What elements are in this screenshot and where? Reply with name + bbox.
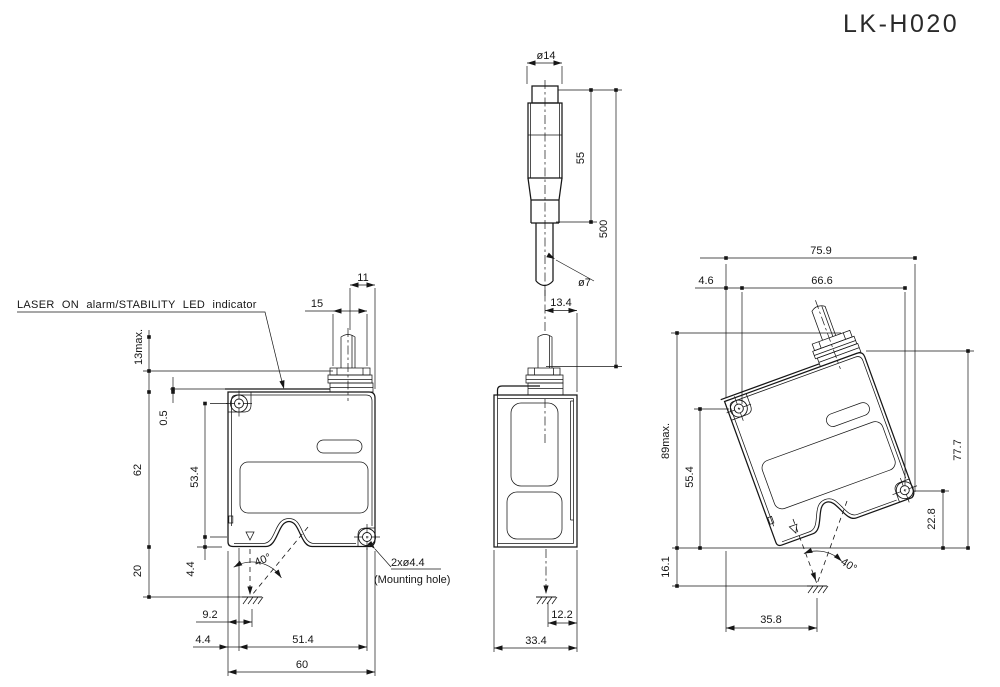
dim-hole-offset: 4.6: [698, 275, 713, 287]
cable-connector-view: ø14 ø7 55 500: [527, 50, 622, 369]
dim-cable-center: 11: [357, 272, 368, 284]
dim-connector-dia: ø14: [537, 50, 556, 62]
dim-hole-span-v: 53.4: [189, 466, 201, 487]
dim-total-width: 75.9: [810, 245, 831, 257]
dim-body-width: 60: [296, 659, 308, 671]
tilted-view: 75.9 4.6 66.6 89max. 55.4 16.1 77.7 22.8…: [660, 245, 974, 632]
dim-total-height: 89max.: [660, 423, 672, 459]
dim-body-depth: 33.4: [525, 635, 546, 647]
model-title: LK-H020: [843, 10, 959, 38]
dim-right-height: 77.7: [952, 439, 964, 460]
dim-hole-span: 66.6: [811, 275, 832, 287]
dim-connector-len: 55: [575, 152, 587, 164]
dim-ref-distance: 20: [132, 565, 144, 577]
dim-body-height: 62: [132, 464, 144, 476]
dim-ref-offset: 35.8: [760, 614, 781, 626]
dim-cable-offset: 13.4: [550, 297, 571, 309]
mounting-hole-note: (Mounting hole): [374, 574, 450, 586]
dim-beam-angle: 40°: [838, 556, 858, 575]
dim-plate-offset: 0.5: [158, 410, 170, 425]
dim-hole-left-offset: 4.4: [195, 634, 210, 646]
dim-cable-len: 500: [598, 220, 610, 238]
dim-hole-bottom-offset: 4.4: [185, 561, 197, 576]
dim-ref-offset: 12.2: [551, 609, 572, 621]
side-view: 13.4 12.2 33.4: [494, 287, 577, 652]
dim-gland-height: 13max.: [133, 329, 145, 365]
front-view: LASER ON alarm/STABILITY LED indicator 0…: [17, 272, 450, 676]
dim-hole-span-h: 51.4: [292, 634, 313, 646]
led-indicator-label: LASER ON alarm/STABILITY LED indicator: [17, 299, 257, 311]
dim-beam-angle: 40°: [253, 552, 273, 569]
dim-ref-drop: 16.1: [660, 556, 672, 577]
mounting-hole-qty: 2xø4.4: [391, 557, 425, 569]
dim-ref-offset: 9.2: [202, 609, 217, 621]
dim-gland-width: 15: [311, 298, 323, 310]
dim-hole-bottom: 22.8: [926, 508, 938, 529]
dim-hole-height: 55.4: [684, 466, 696, 487]
dim-cable-dia: ø7: [578, 277, 591, 289]
